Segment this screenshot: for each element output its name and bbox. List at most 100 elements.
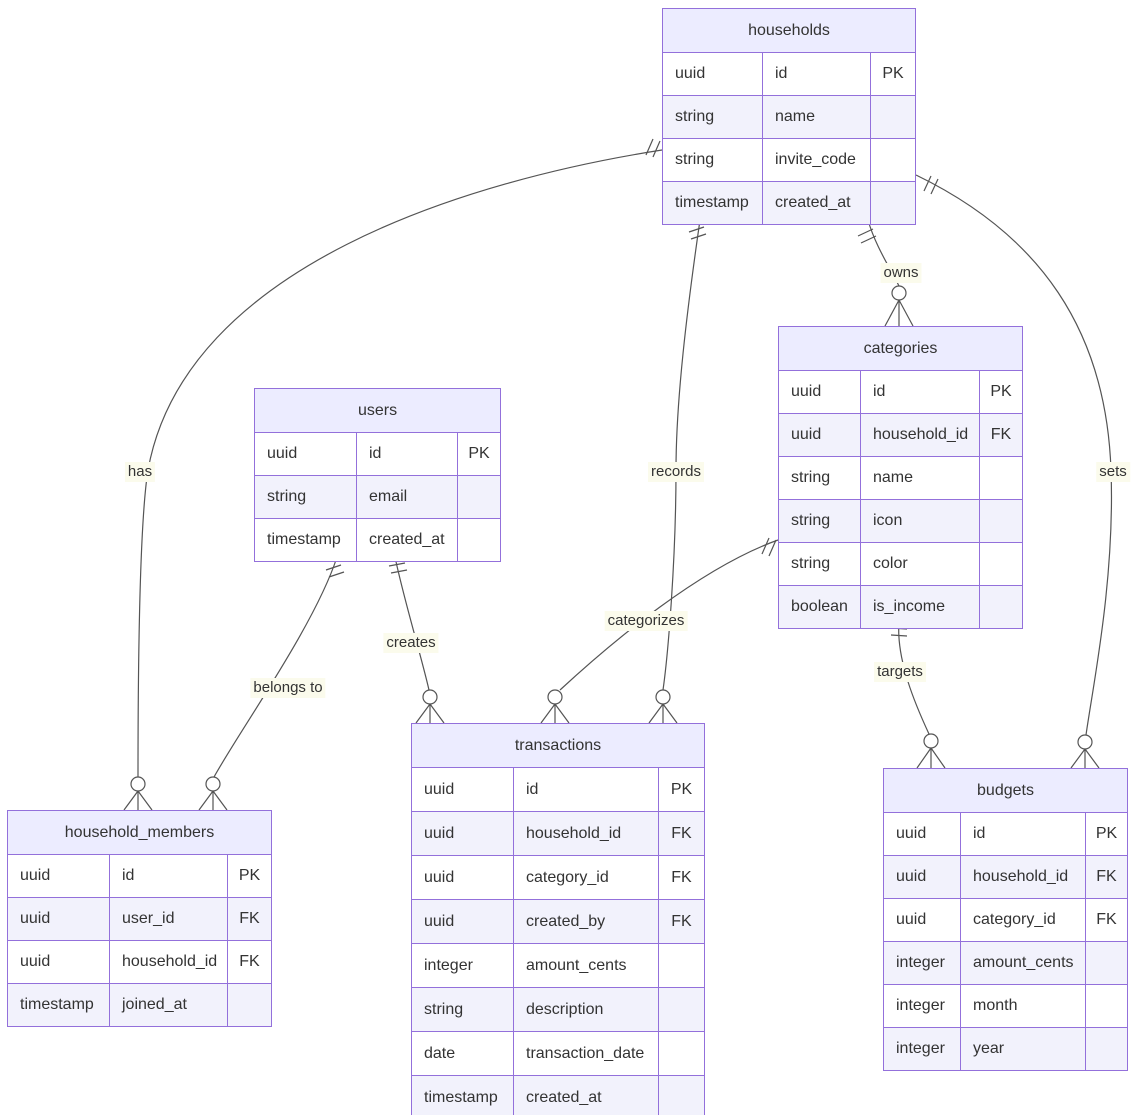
- many-marker-owns: [884, 285, 914, 327]
- attr-name: created_at: [514, 1076, 659, 1115]
- relationship-label-creates: creates: [383, 633, 439, 653]
- attr-type: date: [412, 1032, 514, 1075]
- attr-type: uuid: [8, 941, 110, 983]
- attr-type: string: [779, 457, 861, 499]
- table-row: string icon: [779, 500, 1022, 543]
- attr-name: amount_cents: [961, 942, 1086, 984]
- attr-name: year: [961, 1028, 1086, 1070]
- attr-name: household_id: [514, 812, 659, 855]
- attr-type: uuid: [8, 898, 110, 940]
- attr-key: [980, 586, 1022, 628]
- table-row: uuid id PK: [8, 855, 271, 898]
- attr-type: uuid: [412, 900, 514, 943]
- table-row: integer month: [884, 985, 1127, 1028]
- attr-name: color: [861, 543, 980, 585]
- attr-key: [659, 1032, 704, 1075]
- many-marker-targets: [916, 733, 946, 769]
- attr-name: month: [961, 985, 1086, 1027]
- relationship-label-belongs-to: belongs to: [250, 678, 326, 698]
- attr-type: timestamp: [663, 182, 763, 224]
- attr-key: PK: [882, 65, 904, 82]
- attr-type: uuid: [884, 899, 961, 941]
- attr-type: string: [255, 476, 357, 518]
- attr-type: string: [663, 96, 763, 138]
- attr-key: PK: [468, 445, 490, 462]
- edge-has: [137, 149, 663, 778]
- attr-name: category_id: [514, 856, 659, 899]
- attr-name: id: [961, 813, 1086, 855]
- attr-name: created_at: [763, 182, 871, 224]
- attr-name: household_id: [861, 414, 980, 456]
- table-row: uuid category_id FK: [412, 856, 704, 900]
- table-row: string description: [412, 988, 704, 1032]
- one-marker-owns: [857, 228, 877, 244]
- attr-key: FK: [239, 910, 260, 927]
- attr-type: integer: [412, 944, 514, 987]
- entity-transactions-title: transactions: [412, 724, 704, 768]
- entity-budgets: budgets uuid id PK uuid household_id FK …: [883, 768, 1128, 1071]
- table-row: uuid id PK: [412, 768, 704, 812]
- table-row: integer amount_cents: [412, 944, 704, 988]
- one-marker-has: [645, 138, 661, 158]
- table-row: uuid household_id FK: [779, 414, 1022, 457]
- attr-name: amount_cents: [514, 944, 659, 987]
- many-marker-has: [123, 776, 153, 811]
- attr-name: created_at: [357, 519, 458, 561]
- edge-creates: [394, 556, 430, 691]
- attr-key: [458, 476, 500, 518]
- attr-key: [659, 1076, 704, 1115]
- table-row: uuid category_id FK: [884, 899, 1127, 942]
- attr-key: [980, 543, 1022, 585]
- many-marker-categorizes: [540, 689, 570, 724]
- many-marker-creates: [415, 689, 445, 724]
- table-row: string email: [255, 476, 500, 519]
- attr-name: transaction_date: [514, 1032, 659, 1075]
- attr-name: description: [514, 988, 659, 1031]
- attr-name: name: [763, 96, 871, 138]
- entity-transactions: transactions uuid id PK uuid household_i…: [411, 723, 705, 1115]
- attr-key: [659, 944, 704, 987]
- attr-type: uuid: [412, 812, 514, 855]
- attr-key: PK: [670, 780, 693, 798]
- attr-type: timestamp: [412, 1076, 514, 1115]
- many-marker-records: [648, 689, 678, 724]
- attr-name: household_id: [110, 941, 228, 983]
- entity-categories: categories uuid id PK uuid household_id …: [778, 326, 1023, 629]
- one-marker-creates: [388, 562, 408, 574]
- attr-key: [871, 96, 915, 138]
- attr-type: uuid: [779, 371, 861, 413]
- table-row: uuid id PK: [663, 53, 915, 96]
- table-row: uuid household_id FK: [8, 941, 271, 984]
- attr-type: uuid: [779, 414, 861, 456]
- attr-key: [228, 984, 271, 1026]
- table-row: timestamp created_at: [663, 182, 915, 224]
- edge-sets: [915, 174, 1113, 736]
- relationship-label-targets: targets: [874, 662, 926, 682]
- attr-type: boolean: [779, 586, 861, 628]
- table-row: integer year: [884, 1028, 1127, 1070]
- attr-name: invite_code: [763, 139, 871, 181]
- relationship-label-records: records: [647, 462, 705, 482]
- attr-type: string: [663, 139, 763, 181]
- attr-name: user_id: [110, 898, 228, 940]
- relationship-label-owns: owns: [880, 263, 922, 283]
- attr-key: [871, 139, 915, 181]
- attr-type: uuid: [255, 433, 357, 475]
- relationship-label-categorizes: categorizes: [604, 611, 688, 631]
- table-row: uuid household_id FK: [412, 812, 704, 856]
- attr-type: string: [779, 543, 861, 585]
- attr-type: timestamp: [255, 519, 357, 561]
- attr-name: household_id: [961, 856, 1086, 898]
- table-row: timestamp created_at: [412, 1076, 704, 1115]
- entity-users-title: users: [255, 389, 500, 433]
- attr-type: uuid: [8, 855, 110, 897]
- attr-name: joined_at: [110, 984, 228, 1026]
- attr-type: string: [779, 500, 861, 542]
- attr-key: [871, 182, 915, 224]
- entity-households-title: households: [663, 9, 915, 53]
- attr-name: name: [861, 457, 980, 499]
- attr-type: uuid: [412, 768, 514, 811]
- attr-key: FK: [671, 912, 692, 930]
- entity-household-members-title: household_members: [8, 811, 271, 855]
